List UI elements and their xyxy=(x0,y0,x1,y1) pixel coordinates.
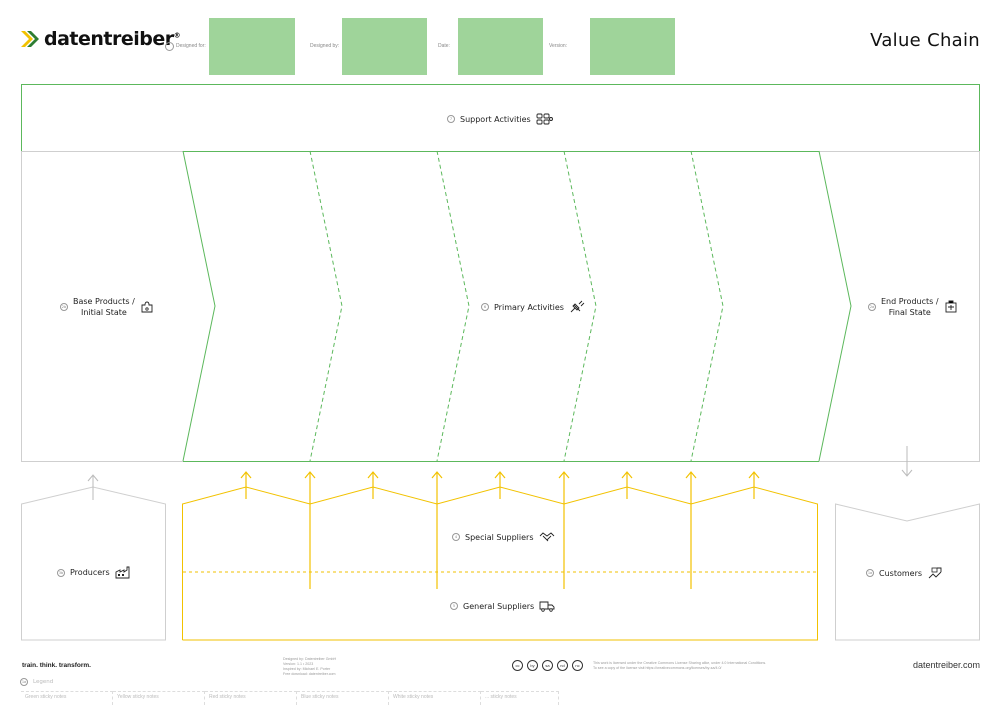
designed-by-field[interactable] xyxy=(342,18,427,75)
chevron-divider-4 xyxy=(690,150,724,462)
legend-item: ... sticky notes xyxy=(481,691,559,705)
flow-nodes-icon xyxy=(536,113,553,125)
legend-title: 1a Legend xyxy=(20,678,54,686)
by-license-icon: by xyxy=(527,660,538,671)
chevron-left-boundary xyxy=(182,150,216,462)
date-label: Date: xyxy=(438,43,450,49)
legend-item: White sticky notes xyxy=(389,691,481,705)
truck-icon xyxy=(539,601,555,612)
cc-license-icon: cc xyxy=(512,660,523,671)
producers-area[interactable] xyxy=(21,486,166,641)
customers-area[interactable] xyxy=(835,503,980,641)
license-icons: cc by sa nd nc xyxy=(512,660,587,671)
factory-icon xyxy=(115,566,130,579)
version-field[interactable] xyxy=(590,18,675,75)
credits-block: Designed by: Datentreiber GmbH Version: … xyxy=(283,657,337,676)
date-field[interactable] xyxy=(458,18,543,75)
logo-mark-icon xyxy=(21,31,39,47)
puzzle-icon xyxy=(141,301,153,313)
producers-arrowhead xyxy=(87,474,99,482)
support-activities-label: 7 Support Activities xyxy=(447,113,553,125)
general-suppliers-label: 5 General Suppliers xyxy=(450,600,555,612)
suppliers-area[interactable] xyxy=(182,486,818,641)
nc-license-icon: nc xyxy=(572,660,583,671)
license-text: This work is licensed under the Creative… xyxy=(593,661,767,670)
brand-tagline: train. think. transform. xyxy=(22,662,91,669)
chevron-divider-2 xyxy=(436,150,470,462)
chevron-right-boundary xyxy=(818,150,852,462)
designed-for-label: Designed for: xyxy=(176,43,206,49)
designed-by-label: Designed by: xyxy=(310,43,340,49)
legend-item: Green sticky notes xyxy=(21,691,113,705)
legend-item: Blue sticky notes xyxy=(297,691,389,705)
website-link[interactable]: datentreiber.com xyxy=(912,660,980,670)
customers-label: 1a Customers xyxy=(866,566,943,580)
special-suppliers-label: 4 Special Suppliers xyxy=(452,531,555,543)
chevron-divider-1 xyxy=(309,150,343,462)
primary-activities-label: 6 Primary Activities xyxy=(481,300,585,314)
version-label: Version: xyxy=(549,43,568,49)
producers-label: 3b Producers xyxy=(57,566,130,579)
header-section-number xyxy=(165,42,174,51)
legend-item: Red sticky notes xyxy=(205,691,297,705)
end-products-label: 2a End Products /Final State xyxy=(868,296,958,318)
supplier-arrows xyxy=(240,471,760,589)
designed-for-field[interactable] xyxy=(209,18,295,75)
handshake-icon xyxy=(539,532,554,542)
nd-license-icon: nd xyxy=(557,660,568,671)
canvas-title: Value Chain xyxy=(870,30,980,51)
customers-arrowhead xyxy=(901,469,913,477)
plug-icon xyxy=(570,300,585,313)
handshake-money-icon xyxy=(928,567,942,579)
brand-logo: datentreiber® xyxy=(20,28,181,50)
chevron-divider-3 xyxy=(563,150,597,462)
sa-license-icon: sa xyxy=(542,660,553,671)
brand-name: datentreiber® xyxy=(44,28,181,50)
base-products-label: 2b Base Products /Initial State xyxy=(60,296,154,318)
package-icon xyxy=(945,300,956,313)
legend-item: Yellow sticky notes xyxy=(113,691,205,705)
